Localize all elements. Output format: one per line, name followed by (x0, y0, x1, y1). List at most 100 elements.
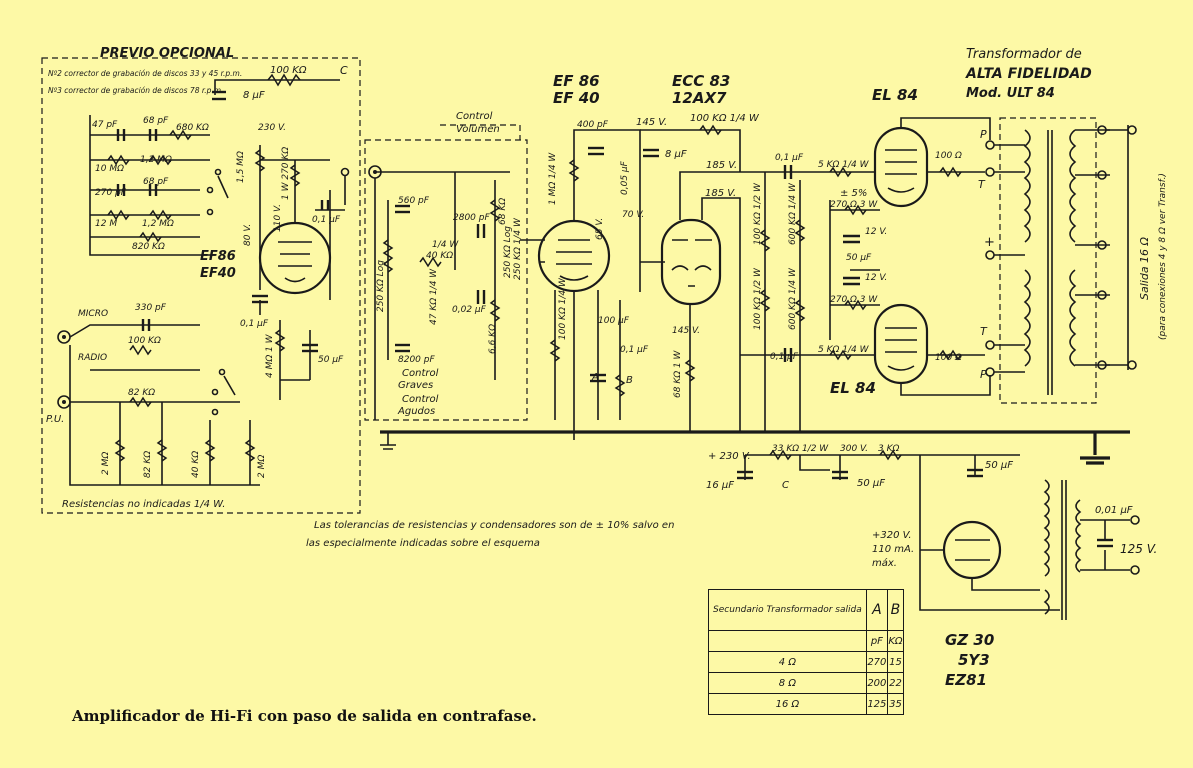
preamp-section: PREVIO OPCIONAL Nº2 corrector de grabaci… (41, 46, 361, 514)
svg-text:40 KΩ: 40 KΩ (191, 451, 201, 478)
svg-text:Salida 16 Ω: Salida 16 Ω (1138, 236, 1151, 300)
svg-text:100 KΩ 1/2 W: 100 KΩ 1/2 W (753, 267, 763, 330)
svg-text:0,02 µF: 0,02 µF (452, 305, 487, 315)
svg-text:100 KΩ 1/4 W: 100 KΩ 1/4 W (690, 113, 760, 124)
svg-text:270 Ω 3 W: 270 Ω 3 W (830, 200, 878, 210)
svg-text:8 µF: 8 µF (665, 149, 687, 160)
svg-text:68 KΩ 1 W: 68 KΩ 1 W (673, 349, 683, 398)
svg-text:12 M: 12 M (95, 219, 117, 229)
svg-text:(para conexiones 4 y 8 Ω ver T: (para conexiones 4 y 8 Ω ver Transf.) (1158, 173, 1168, 340)
svg-text:50 µF: 50 µF (318, 355, 344, 365)
svg-text:10 MΩ: 10 MΩ (95, 164, 124, 174)
svg-text:T: T (978, 178, 986, 191)
svg-text:2800 pF: 2800 pF (453, 213, 490, 223)
svg-text:+: + (984, 235, 995, 250)
svg-text:Control: Control (402, 368, 439, 379)
svg-text:250 KΩ Log: 250 KΩ Log (376, 260, 386, 312)
svg-text:230 V.: 230 V. (258, 123, 286, 133)
table-row: 16 Ω 125 35 (708, 693, 905, 715)
svg-text:1 W 270 KΩ: 1 W 270 KΩ (281, 147, 291, 200)
svg-text:110 V.: 110 V. (273, 204, 283, 232)
svg-text:4 MΩ 1 W: 4 MΩ 1 W (265, 333, 275, 378)
svg-text:100 Ω: 100 Ω (935, 353, 962, 363)
svg-text:80 V.: 80 V. (243, 224, 253, 246)
secondary-table: Secundario Transformador salida A B pF K… (708, 589, 905, 715)
table-row: 4 Ω 270 15 (708, 651, 905, 673)
svg-text:50 µF: 50 µF (846, 253, 872, 263)
svg-text:250 KΩ 1/4 W: 250 KΩ 1/4 W (513, 217, 523, 280)
svg-text:100 KΩ 1/2 W: 100 KΩ 1/2 W (753, 182, 763, 245)
svg-text:0,1 µF: 0,1 µF (620, 345, 649, 355)
tone-control-section: Control Volumen 560 pF 250 KΩ Log 1/4 W … (364, 111, 545, 421)
svg-text:ALTA FIDELIDAD: ALTA FIDELIDAD (965, 66, 1092, 82)
svg-text:330 pF: 330 pF (135, 303, 167, 313)
svg-text:270 Ω 3 W: 270 Ω 3 W (830, 295, 878, 305)
svg-text:Control: Control (402, 394, 439, 405)
svg-text:EF 86: EF 86 (553, 72, 600, 90)
svg-text:110 mA.: 110 mA. (872, 544, 914, 555)
svg-text:70 V.: 70 V. (622, 210, 644, 220)
tolerance-note-1: Las tolerancias de resistencias y conden… (314, 520, 674, 531)
svg-text:C: C (782, 480, 789, 491)
svg-text:1,2 MΩ: 1,2 MΩ (140, 155, 172, 165)
svg-text:33 KΩ 1/2 W: 33 KΩ 1/2 W (772, 444, 829, 454)
svg-text:1,2 MΩ: 1,2 MΩ (142, 219, 174, 229)
svg-text:125 V.: 125 V. (1120, 542, 1157, 556)
svg-text:C: C (340, 64, 348, 77)
preamp-title: PREVIO OPCIONAL (100, 46, 234, 61)
output-transformer: Transformador de ALTA FIDELIDAD Mod. ULT… (965, 47, 1168, 404)
svg-text:5 KΩ 1/4 W: 5 KΩ 1/4 W (818, 160, 870, 170)
input-radio: RADIO (78, 353, 107, 363)
svg-text:560 pF: 560 pF (398, 196, 430, 206)
svg-text:EZ81: EZ81 (945, 671, 987, 689)
svg-text:T: T (980, 325, 988, 338)
svg-text:12 V.: 12 V. (865, 273, 887, 283)
svg-text:145 V.: 145 V. (636, 117, 667, 128)
svg-text:68 KΩ: 68 KΩ (498, 198, 508, 225)
preamp-tube-1: EF86 (200, 249, 236, 264)
power-supply: + 230 V. 16 µF 33 KΩ 1/2 W C 300 V. 50 µ… (706, 444, 1157, 689)
table-header-b: B (886, 589, 905, 631)
preamp-footer: Resistencias no indicadas 1/4 W. (62, 499, 225, 510)
svg-text:600 KΩ 1/4 W: 600 KΩ 1/4 W (788, 267, 798, 330)
svg-text:+320 V.: +320 V. (872, 530, 912, 541)
svg-text:185 V.: 185 V. (705, 188, 736, 199)
svg-text:100 KΩ 1/4 W: 100 KΩ 1/4 W (558, 277, 568, 340)
svg-text:0,1 µF: 0,1 µF (775, 153, 804, 163)
svg-text:2 MΩ: 2 MΩ (101, 452, 111, 475)
svg-text:12 V.: 12 V. (865, 227, 887, 237)
svg-text:400 pF: 400 pF (577, 120, 609, 130)
svg-text:Transformador de: Transformador de (966, 47, 1082, 62)
svg-text:6,6 KΩ: 6,6 KΩ (488, 324, 498, 354)
svg-text:1 MΩ 1/4 W: 1 MΩ 1/4 W (548, 152, 558, 205)
svg-text:3 KΩ: 3 KΩ (878, 444, 899, 454)
table-header-a: A (865, 589, 888, 631)
tolerance-note-2: las especialmente indicadas sobre el esq… (306, 538, 540, 549)
svg-text:1,5 MΩ: 1,5 MΩ (236, 151, 246, 183)
svg-text:47 pF: 47 pF (92, 120, 118, 130)
svg-text:300 V.: 300 V. (840, 444, 868, 454)
svg-text:P: P (980, 128, 987, 141)
svg-text:82 KΩ: 82 KΩ (128, 388, 155, 398)
svg-text:65 V.: 65 V. (595, 218, 605, 240)
svg-text:A: A (591, 372, 599, 383)
svg-text:EL 84: EL 84 (872, 86, 918, 104)
tube-v2: ECC 83 12AX7 400 pF 145 V. 100 KΩ 1/4 W … (577, 72, 765, 432)
svg-text:680 KΩ: 680 KΩ (176, 123, 209, 133)
svg-text:145 V.: 145 V. (672, 326, 700, 336)
svg-text:1/4 W: 1/4 W (432, 240, 459, 250)
svg-text:P: P (980, 368, 987, 381)
svg-text:270 pF: 270 pF (95, 188, 127, 198)
svg-text:68 pF: 68 pF (143, 177, 169, 187)
svg-text:máx.: máx. (872, 557, 897, 569)
svg-text:100 KΩ: 100 KΩ (128, 336, 161, 346)
svg-text:68 pF: 68 pF (143, 116, 169, 126)
output-stage: EL 84 EL 84 5 KΩ 1/4 W 5 KΩ 1/4 W 100 Ω … (818, 86, 995, 397)
svg-text:EL 84: EL 84 (830, 379, 876, 397)
input-micro: MICRO (78, 309, 108, 319)
svg-text:8200 pF: 8200 pF (398, 355, 435, 365)
svg-text:Graves: Graves (398, 380, 433, 391)
table-row: 8 Ω 200 22 (708, 672, 905, 694)
svg-text:0,05 µF: 0,05 µF (620, 160, 630, 195)
